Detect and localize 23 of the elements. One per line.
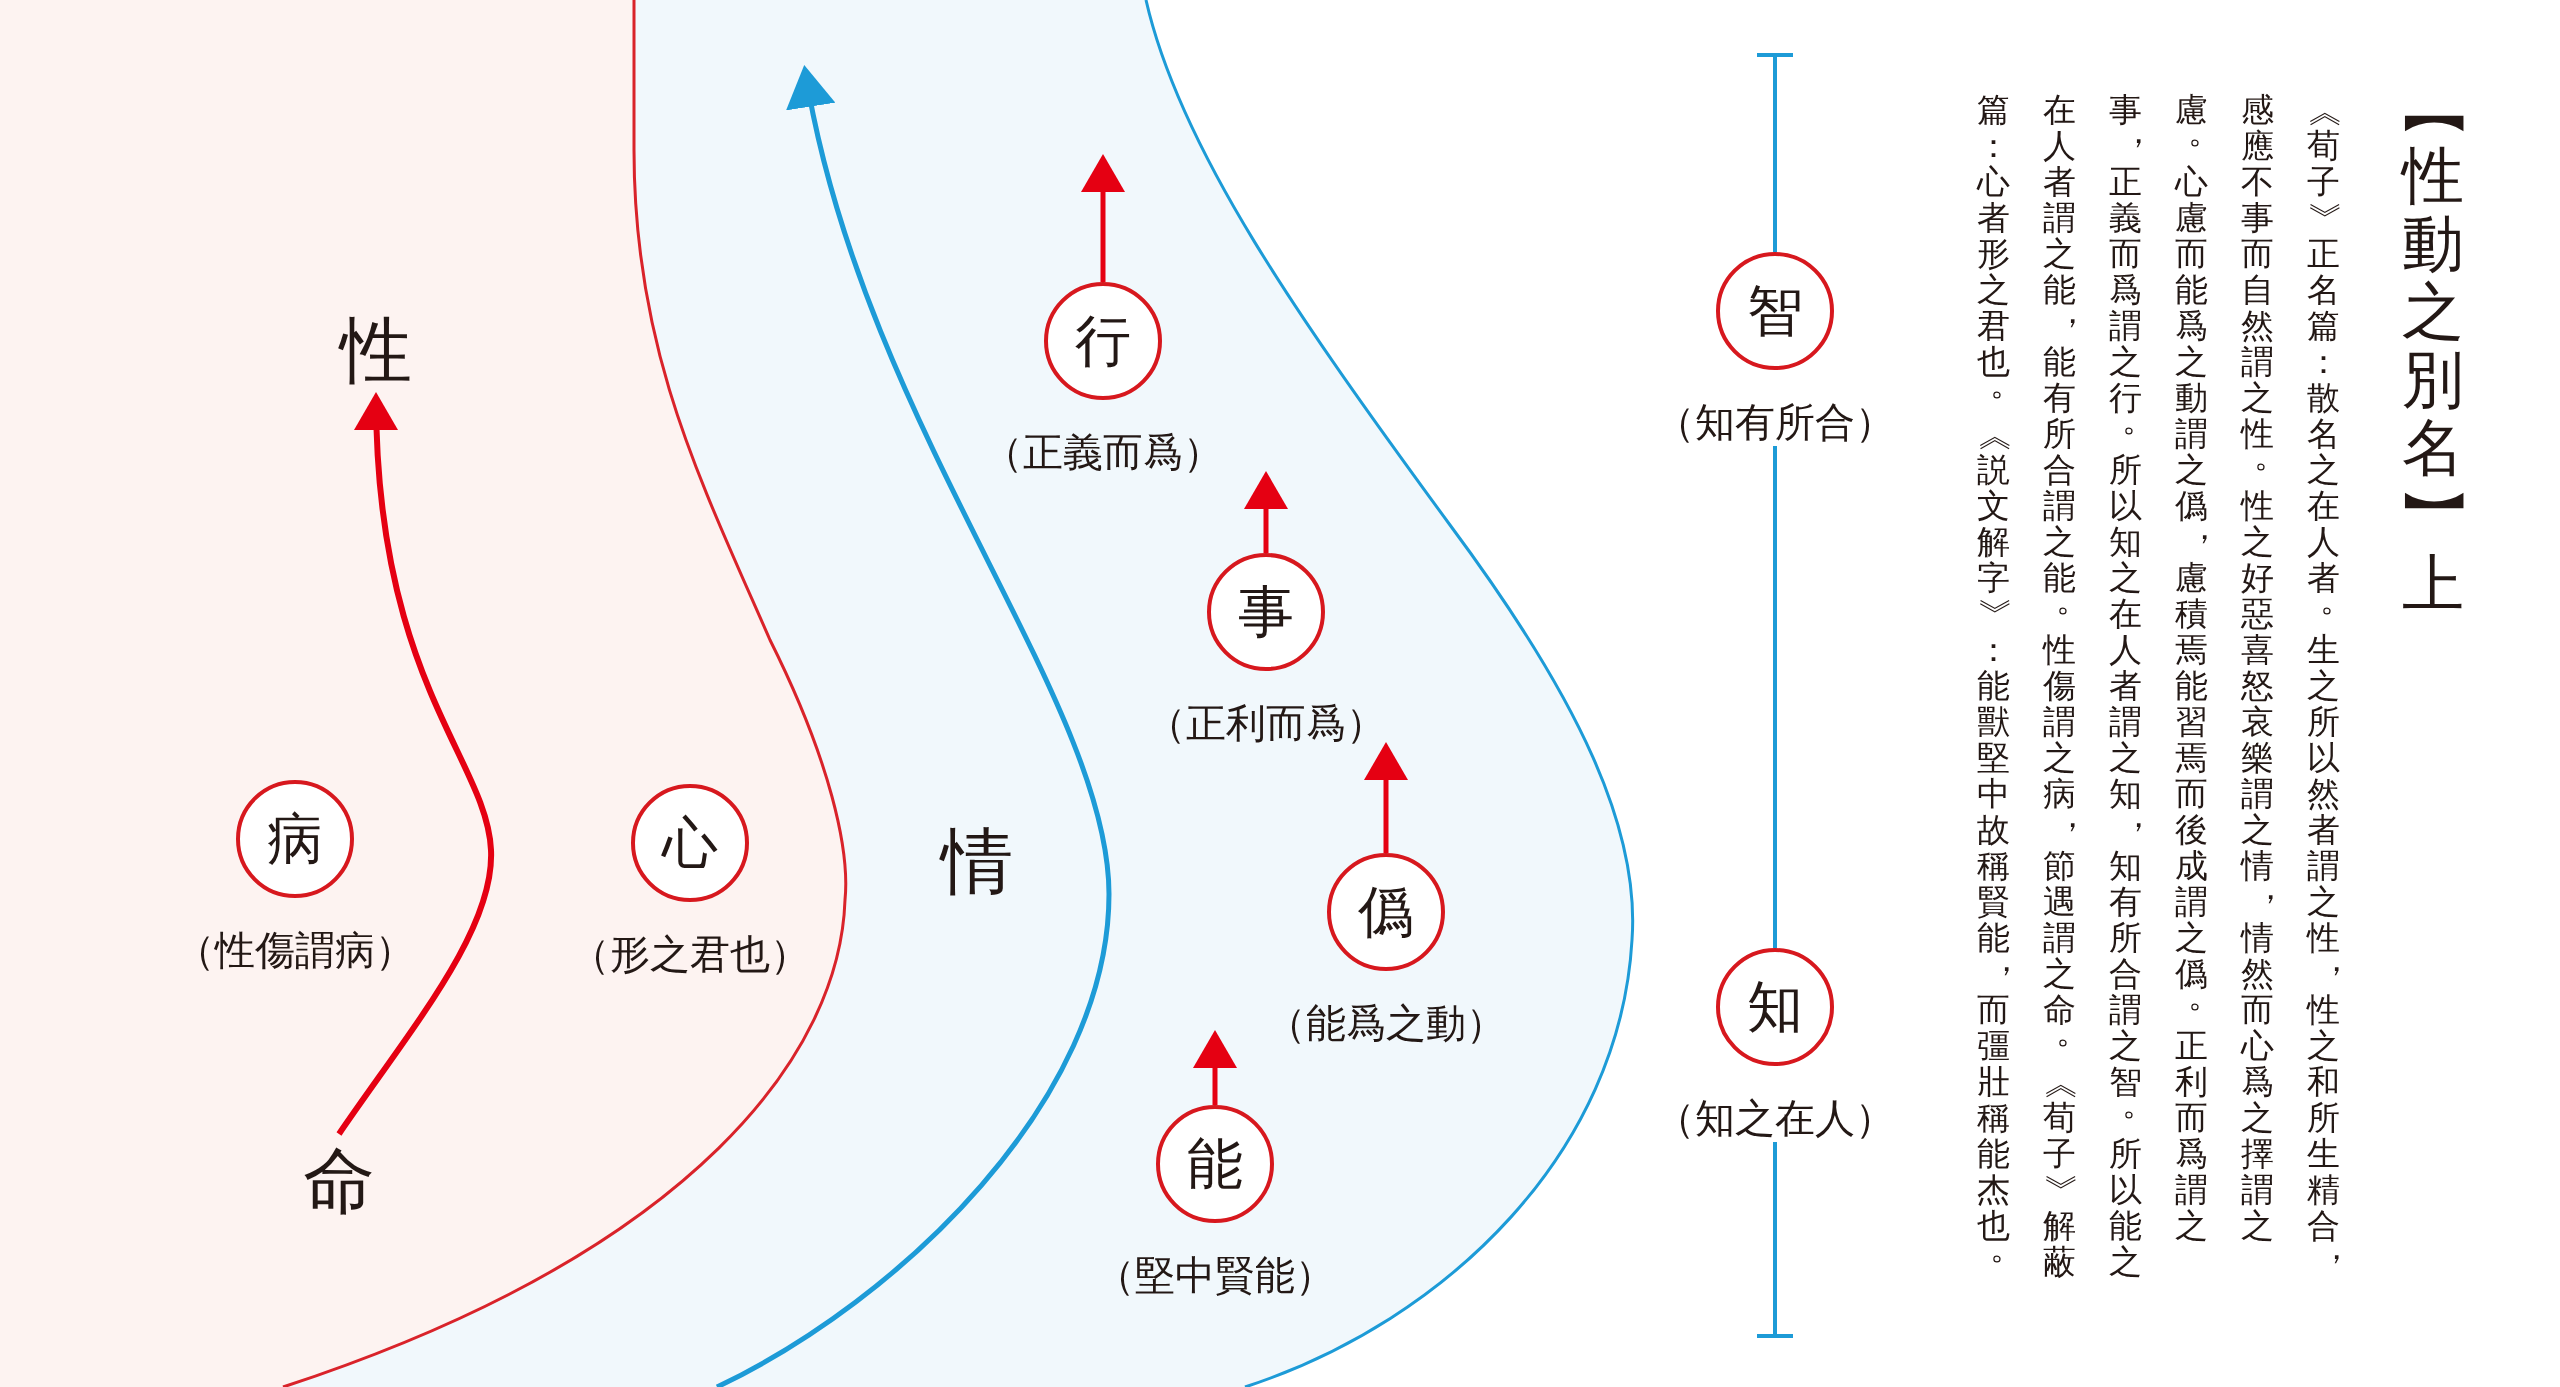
node-label: 性 (340, 303, 412, 397)
connector-line (1773, 446, 1777, 948)
arrow (1193, 1030, 1237, 1105)
node-label: （能爲之動） (1266, 999, 1506, 1047)
node-label: （堅中賢能） (1095, 1251, 1335, 1299)
arrow (1244, 471, 1288, 553)
node-label: （正利而爲） (1146, 699, 1386, 747)
arrow (1364, 742, 1408, 853)
node-label: （性傷謂病） (175, 926, 415, 974)
arrow (1081, 154, 1125, 282)
node-label: （知有所合） (1655, 398, 1895, 446)
arrow (336, 392, 494, 1136)
node-label: （形之君也） (570, 930, 810, 978)
circle-node: 知 (1716, 948, 1834, 1066)
title: 【性動之別名】上 (2396, 76, 2471, 618)
vertical-paragraph: 《荀子》正名篇：散名之在人者。生之所以然者謂之性，性之和所生精合，感應不事而自然謂之性。性之好惡喜怒哀樂謂之情，情然而心爲之擇謂之慮。心慮而能爲之動謂之僞，慮積焉能習焉而後成謂之僞。正利而爲謂之事，正義而爲謂之行。所以知之在人者謂之知，知有所合謂之智。所以能之在人者謂之能，能有所合謂之能。性傷謂之病，節遇謂之命。《荀子》解蔽篇：心者形之君也。《説文解字》：能獸堅中故稱賢能，而彊壯稱能杰也。 (1973, 92, 2354, 1280)
end-bar-line (1755, 53, 1795, 252)
band-label: 情 (941, 818, 1013, 905)
node-label: （知之在人） (1655, 1094, 1895, 1142)
circle-node: 智 (1716, 252, 1834, 370)
end-bar-line (1755, 1142, 1795, 1338)
node-label: （正義而爲） (983, 428, 1223, 476)
node-label: 命 (303, 1134, 375, 1228)
